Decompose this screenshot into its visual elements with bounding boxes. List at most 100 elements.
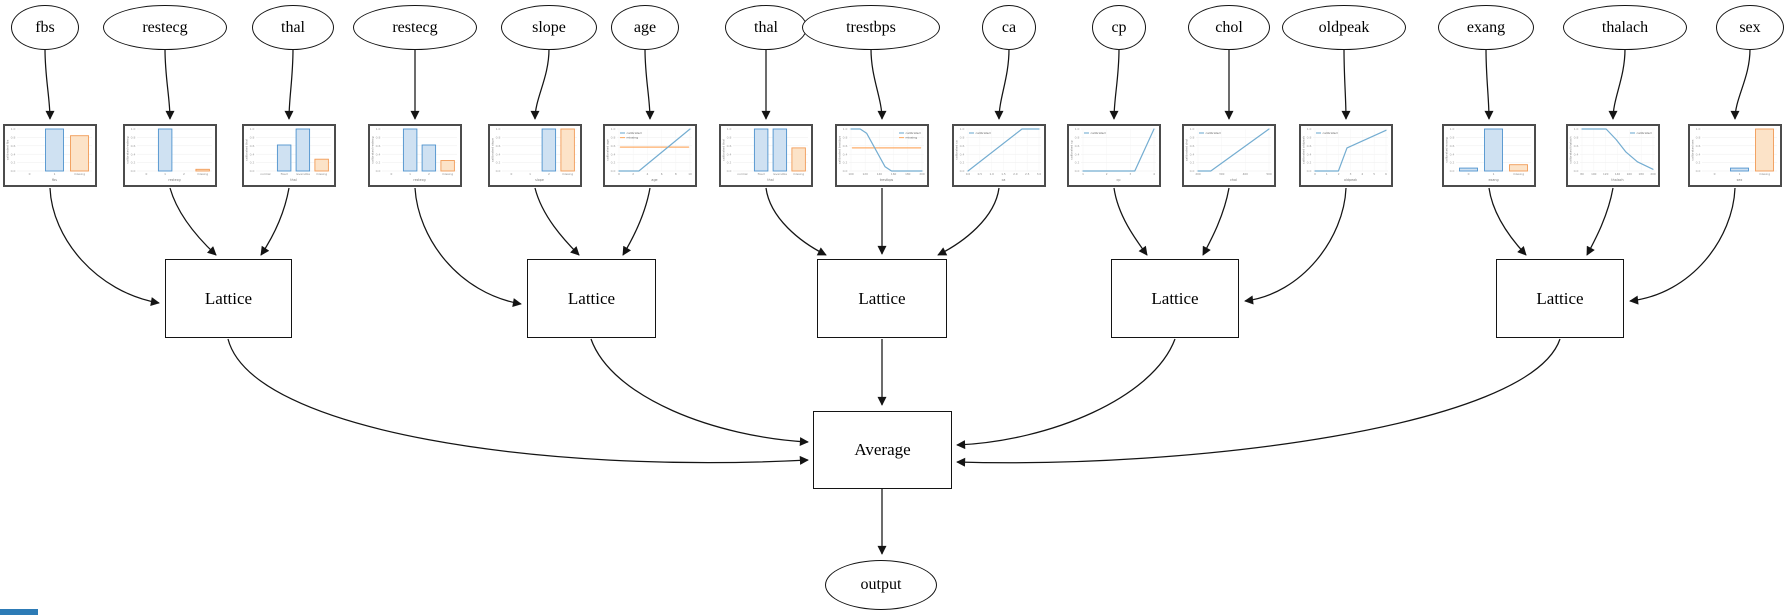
bottom-left-blue-strip (0, 609, 38, 615)
edge-ca-to-plot (994, 48, 1010, 120)
feature-label: trestbps (846, 18, 896, 36)
edge-plot-ca-to-lattice-3 (937, 187, 1000, 256)
svg-text:0.4: 0.4 (376, 152, 381, 156)
edge-plot-cp-to-lattice-4 (1113, 187, 1148, 256)
svg-text:1.0: 1.0 (727, 127, 732, 131)
svg-text:1.0: 1.0 (1307, 127, 1312, 131)
svg-text:0.2: 0.2 (1307, 161, 1312, 165)
svg-text:normal: normal (737, 172, 747, 176)
svg-text:0.6: 0.6 (727, 144, 732, 148)
svg-text:calibrated ca: calibrated ca (955, 140, 959, 160)
edge-lattice-5-to-average (956, 338, 1561, 467)
svg-text:0.8: 0.8 (960, 136, 965, 140)
svg-text:missing: missing (793, 172, 804, 176)
feature-label: restecg (392, 18, 438, 36)
feature-label: thal (281, 18, 305, 36)
svg-text:1.0: 1.0 (1574, 127, 1579, 131)
svg-text:0: 0 (1468, 172, 1470, 176)
svg-text:0.2: 0.2 (376, 161, 381, 165)
svg-text:1.0: 1.0 (611, 127, 616, 131)
feature-label: cp (1111, 18, 1127, 36)
svg-text:trestbps: trestbps (880, 178, 894, 182)
svg-text:calibrated: calibrated (1206, 131, 1221, 135)
svg-text:restecg: restecg (168, 178, 180, 182)
edge-slope-to-plot (530, 48, 550, 120)
svg-text:6: 6 (1385, 172, 1387, 176)
svg-text:0.2: 0.2 (250, 161, 255, 165)
svg-text:0: 0 (1314, 172, 1316, 176)
svg-text:0.0: 0.0 (131, 169, 136, 173)
feature-label: age (633, 18, 657, 36)
svg-text:0.0: 0.0 (960, 169, 965, 173)
svg-text:0.0: 0.0 (1450, 169, 1455, 173)
svg-text:1: 1 (54, 172, 56, 176)
feature-node-restecg: restecg (353, 5, 477, 50)
svg-text:180: 180 (1639, 172, 1645, 176)
svg-text:missing: missing (1513, 172, 1524, 176)
edge-thalach-to-plot (1608, 48, 1626, 120)
svg-text:missing: missing (906, 136, 918, 140)
edge-sex-to-plot (1730, 48, 1751, 120)
feature-node-thalach: thalach (1563, 5, 1687, 50)
svg-text:calibrated age: calibrated age (606, 139, 610, 161)
svg-text:calibrated cp: calibrated cp (1070, 140, 1074, 160)
svg-text:0: 0 (510, 172, 512, 176)
svg-text:180: 180 (905, 172, 911, 176)
feature-node-oldpeak: oldpeak (1282, 5, 1406, 50)
svg-text:cp: cp (1117, 178, 1121, 182)
svg-text:140: 140 (877, 172, 883, 176)
svg-text:0.6: 0.6 (1574, 144, 1579, 148)
svg-text:2: 2 (183, 172, 185, 176)
svg-text:0.4: 0.4 (1574, 152, 1579, 156)
svg-text:0.8: 0.8 (376, 136, 381, 140)
edge-age-to-plot (644, 48, 655, 120)
svg-text:calibrated trestbps: calibrated trestbps (838, 135, 842, 164)
svg-text:0.6: 0.6 (11, 144, 16, 148)
svg-text:4: 4 (647, 172, 649, 176)
svg-text:0.8: 0.8 (1190, 136, 1195, 140)
svg-text:missing: missing (1759, 172, 1770, 176)
feature-label: oldpeak (1318, 18, 1370, 36)
lattice-node-3: Lattice (817, 259, 947, 338)
edge-cp-to-plot (1109, 48, 1120, 120)
svg-text:2.5: 2.5 (1025, 172, 1030, 176)
edge-trestbps-to-plot (870, 48, 887, 120)
svg-text:0.6: 0.6 (843, 144, 848, 148)
svg-text:6: 6 (661, 172, 663, 176)
svg-text:0.0: 0.0 (727, 169, 732, 173)
svg-text:0.4: 0.4 (611, 152, 616, 156)
edge-lattice-2-to-average (590, 338, 809, 447)
svg-text:0.6: 0.6 (376, 144, 381, 148)
svg-text:missing: missing (562, 172, 573, 176)
svg-text:0.0: 0.0 (1307, 169, 1312, 173)
svg-text:1: 1 (409, 172, 411, 176)
lattice-node-1: Lattice (165, 259, 292, 338)
svg-text:0.2: 0.2 (496, 161, 501, 165)
svg-text:exang: exang (1488, 178, 1498, 182)
svg-text:thal: thal (290, 178, 296, 182)
svg-text:0.0: 0.0 (1574, 169, 1579, 173)
svg-text:0.8: 0.8 (11, 136, 16, 140)
svg-text:calibrated thal: calibrated thal (245, 139, 249, 161)
edge-plot-fbs-to-lattice-1 (49, 187, 160, 307)
feature-node-fbs: fbs (11, 5, 79, 50)
lattice-label: Lattice (1151, 288, 1199, 308)
svg-text:1.0: 1.0 (960, 127, 965, 131)
edge-plot-slope-to-lattice-2 (534, 187, 580, 256)
svg-text:0.4: 0.4 (250, 152, 255, 156)
svg-text:thalach: thalach (1611, 178, 1623, 182)
svg-text:calibrated restecg: calibrated restecg (371, 136, 375, 163)
svg-text:140: 140 (1615, 172, 1621, 176)
lattice-node-4: Lattice (1111, 259, 1239, 338)
svg-text:missing: missing (316, 172, 327, 176)
svg-text:reversible: reversible (773, 172, 788, 176)
